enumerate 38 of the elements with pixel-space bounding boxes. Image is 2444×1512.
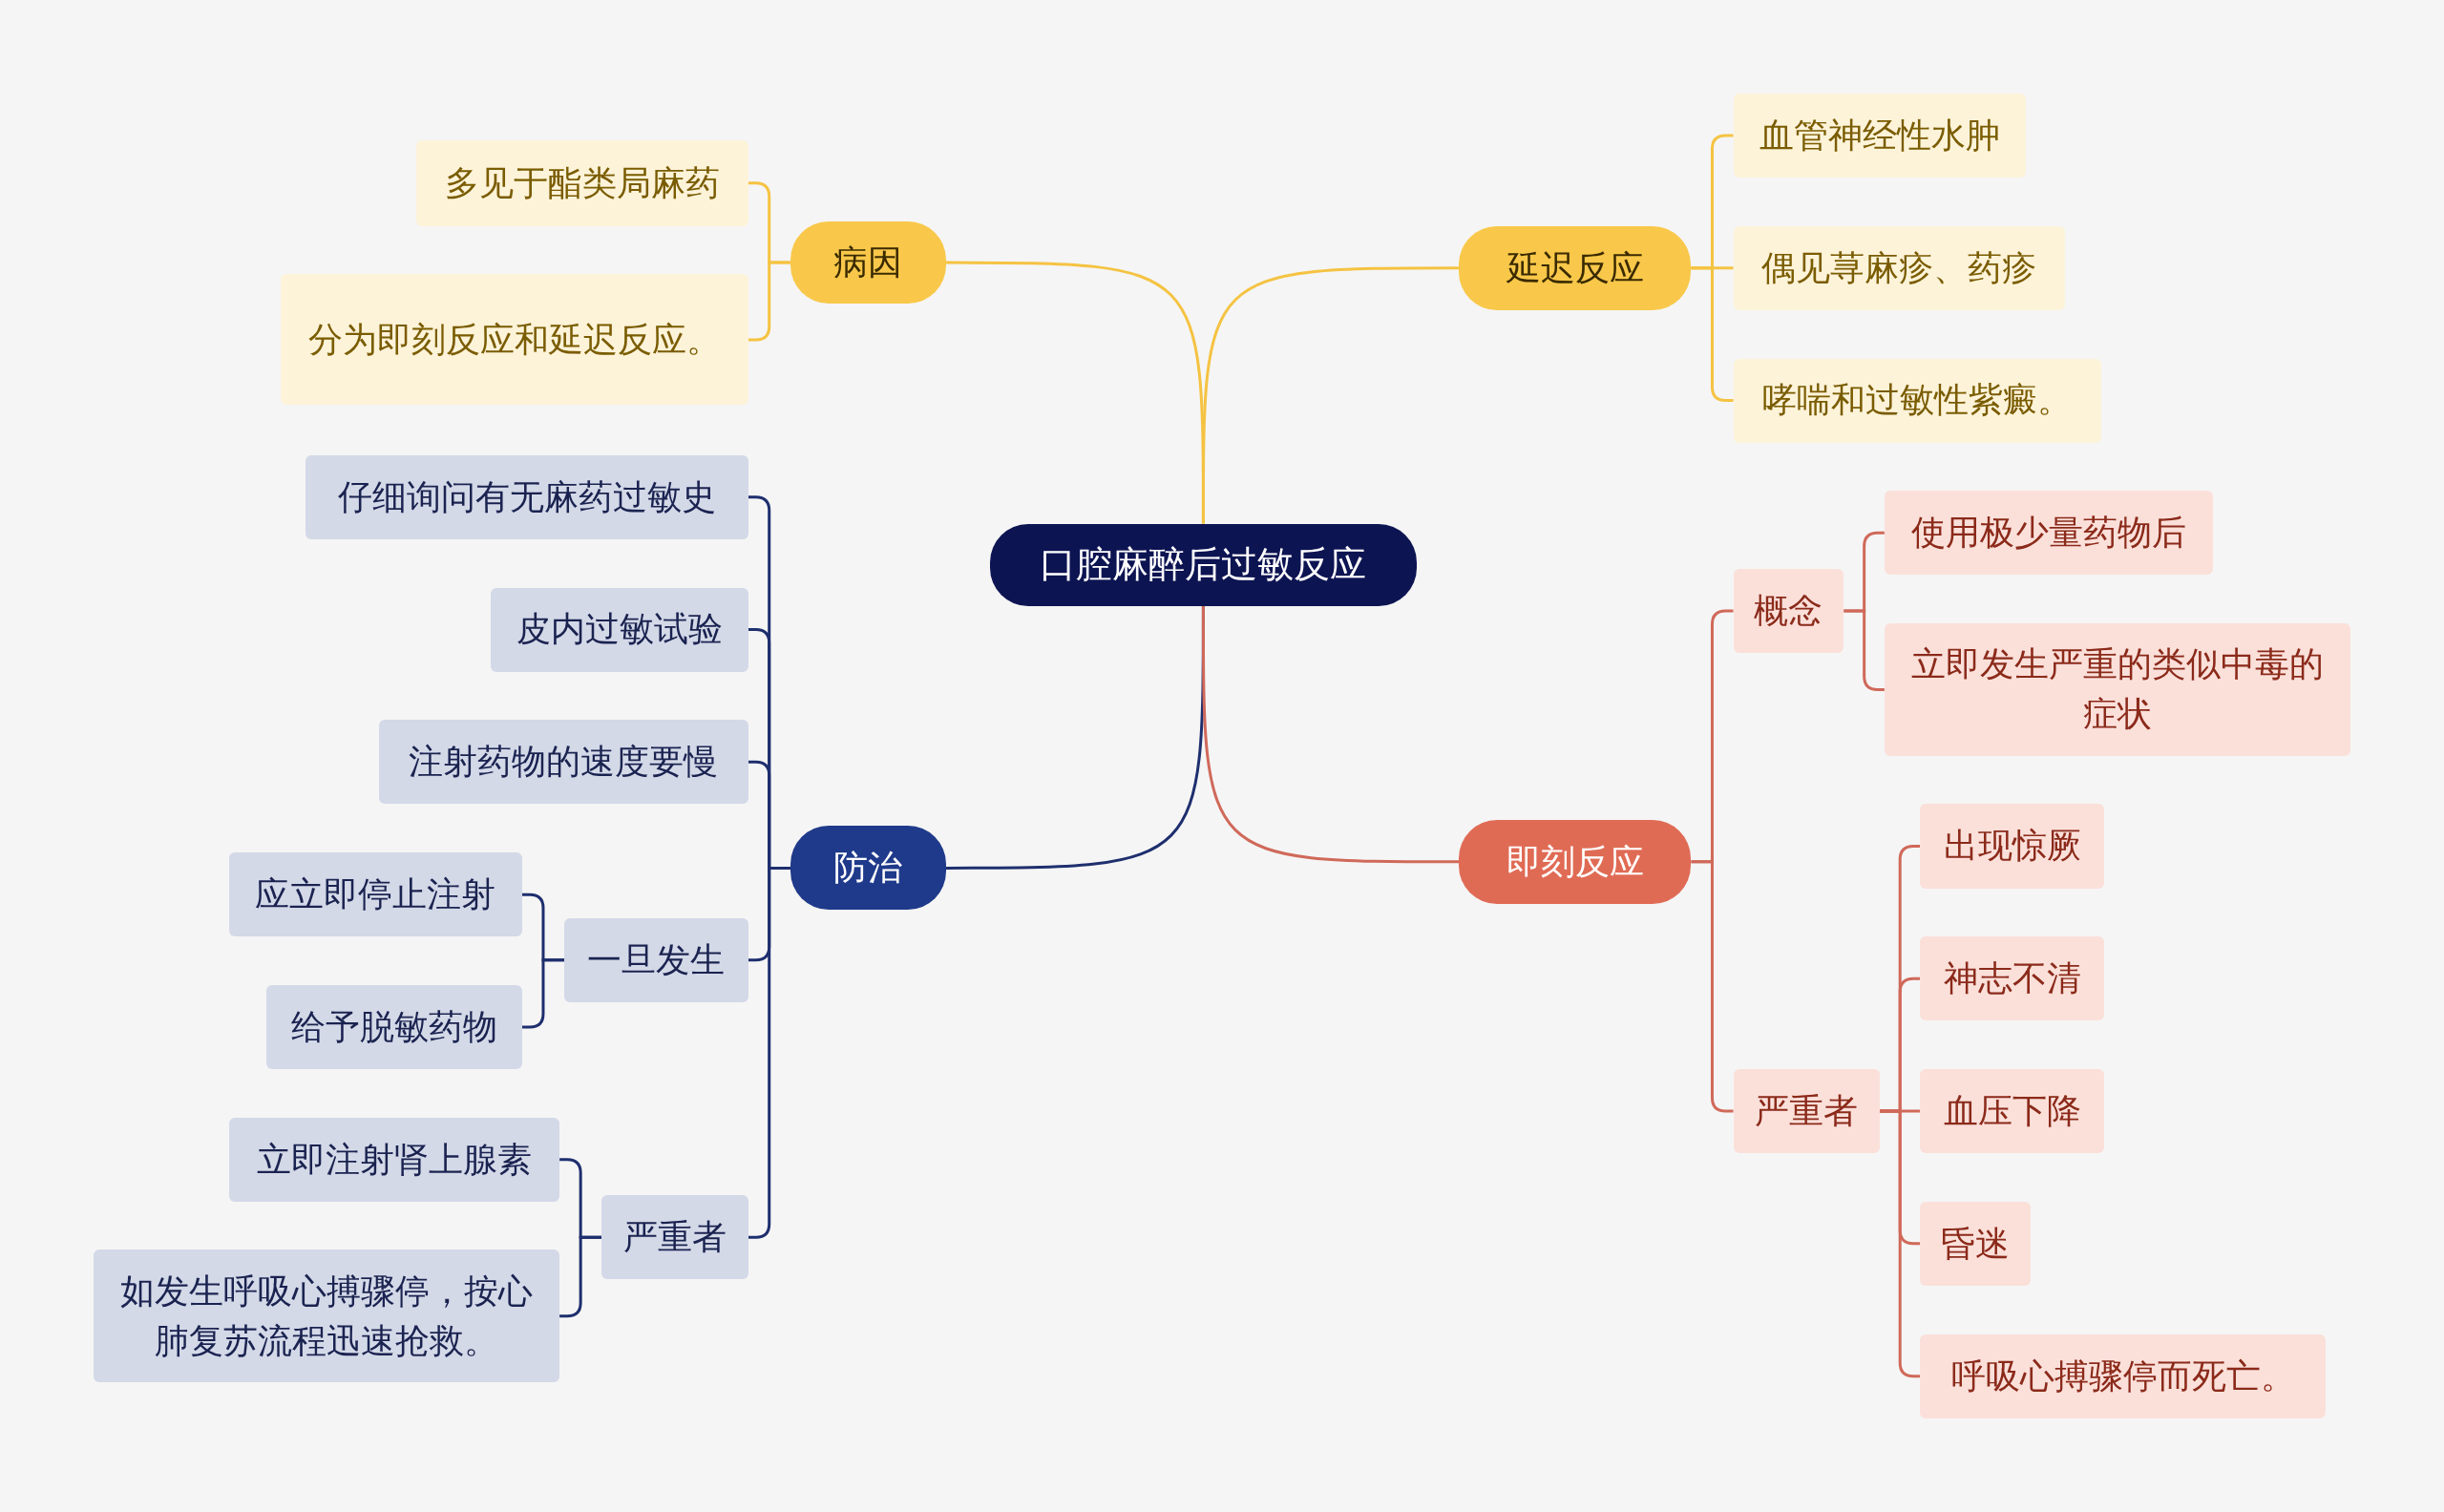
subtopic-box: 血管神经性水肿 (1733, 93, 2027, 178)
subtopic-box: 应立即停止注射 (229, 852, 522, 937)
subtopic-box: 使用极少量药物后 (1884, 491, 2214, 576)
subtopic-box: 神志不清 (1920, 936, 2105, 1021)
subtopic-box: 昏迷 (1920, 1201, 2032, 1286)
subtopic-box: 严重者 (601, 1195, 748, 1280)
subtopic-box: 偶见荨麻疹、药疹 (1733, 225, 2066, 310)
subtopic-box: 一旦发生 (564, 917, 748, 1002)
branch-topic: 延迟反应 (1459, 225, 1692, 310)
subtopic-box: 立即注射肾上腺素 (229, 1117, 560, 1202)
subtopic-box: 注射药物的速度要慢 (378, 720, 748, 805)
subtopic-box: 哮喘和过敏性紫癜。 (1733, 358, 2101, 443)
subtopic-box: 立即发生严重的类似中毒的症状 (1884, 623, 2351, 756)
subtopic-box: 皮内过敏试验 (491, 587, 748, 672)
subtopic-box: 仔细询问有无麻药过敏史 (306, 454, 748, 539)
connector-line (559, 1235, 602, 1318)
connector-line (521, 958, 564, 1029)
connector-line (748, 261, 790, 342)
subtopic-box: 呼吸心搏骤停而死亡。 (1920, 1334, 2326, 1418)
subtopic-box: 严重者 (1733, 1069, 1880, 1154)
central-topic: 口腔麻醉后过敏反应 (989, 523, 1418, 607)
branch-topic: 即刻反应 (1459, 819, 1692, 904)
connector-line (748, 866, 790, 1239)
connector-line (1201, 266, 1460, 524)
subtopic-box: 出现惊厥 (1920, 804, 2105, 889)
subtopic-box: 给予脱敏药物 (266, 984, 522, 1069)
connector-line (1691, 860, 1734, 1113)
connector-line (1844, 609, 1885, 691)
connector-line (1880, 1109, 1921, 1378)
connector-line (1691, 266, 1734, 403)
subtopic-box: 多见于酯类局麻药 (415, 139, 748, 226)
branch-topic: 防治 (790, 826, 946, 911)
subtopic-box: 血压下降 (1920, 1069, 2105, 1154)
subtopic-box: 概念 (1733, 568, 1844, 654)
connector-line (1201, 606, 1460, 864)
subtopic-box: 如发生呼吸心搏骤停，按心肺复苏流程迅速抢救。 (93, 1250, 560, 1383)
subtopic-box: 分为即刻反应和延迟反应。 (280, 274, 748, 406)
branch-topic: 病因 (790, 220, 946, 304)
